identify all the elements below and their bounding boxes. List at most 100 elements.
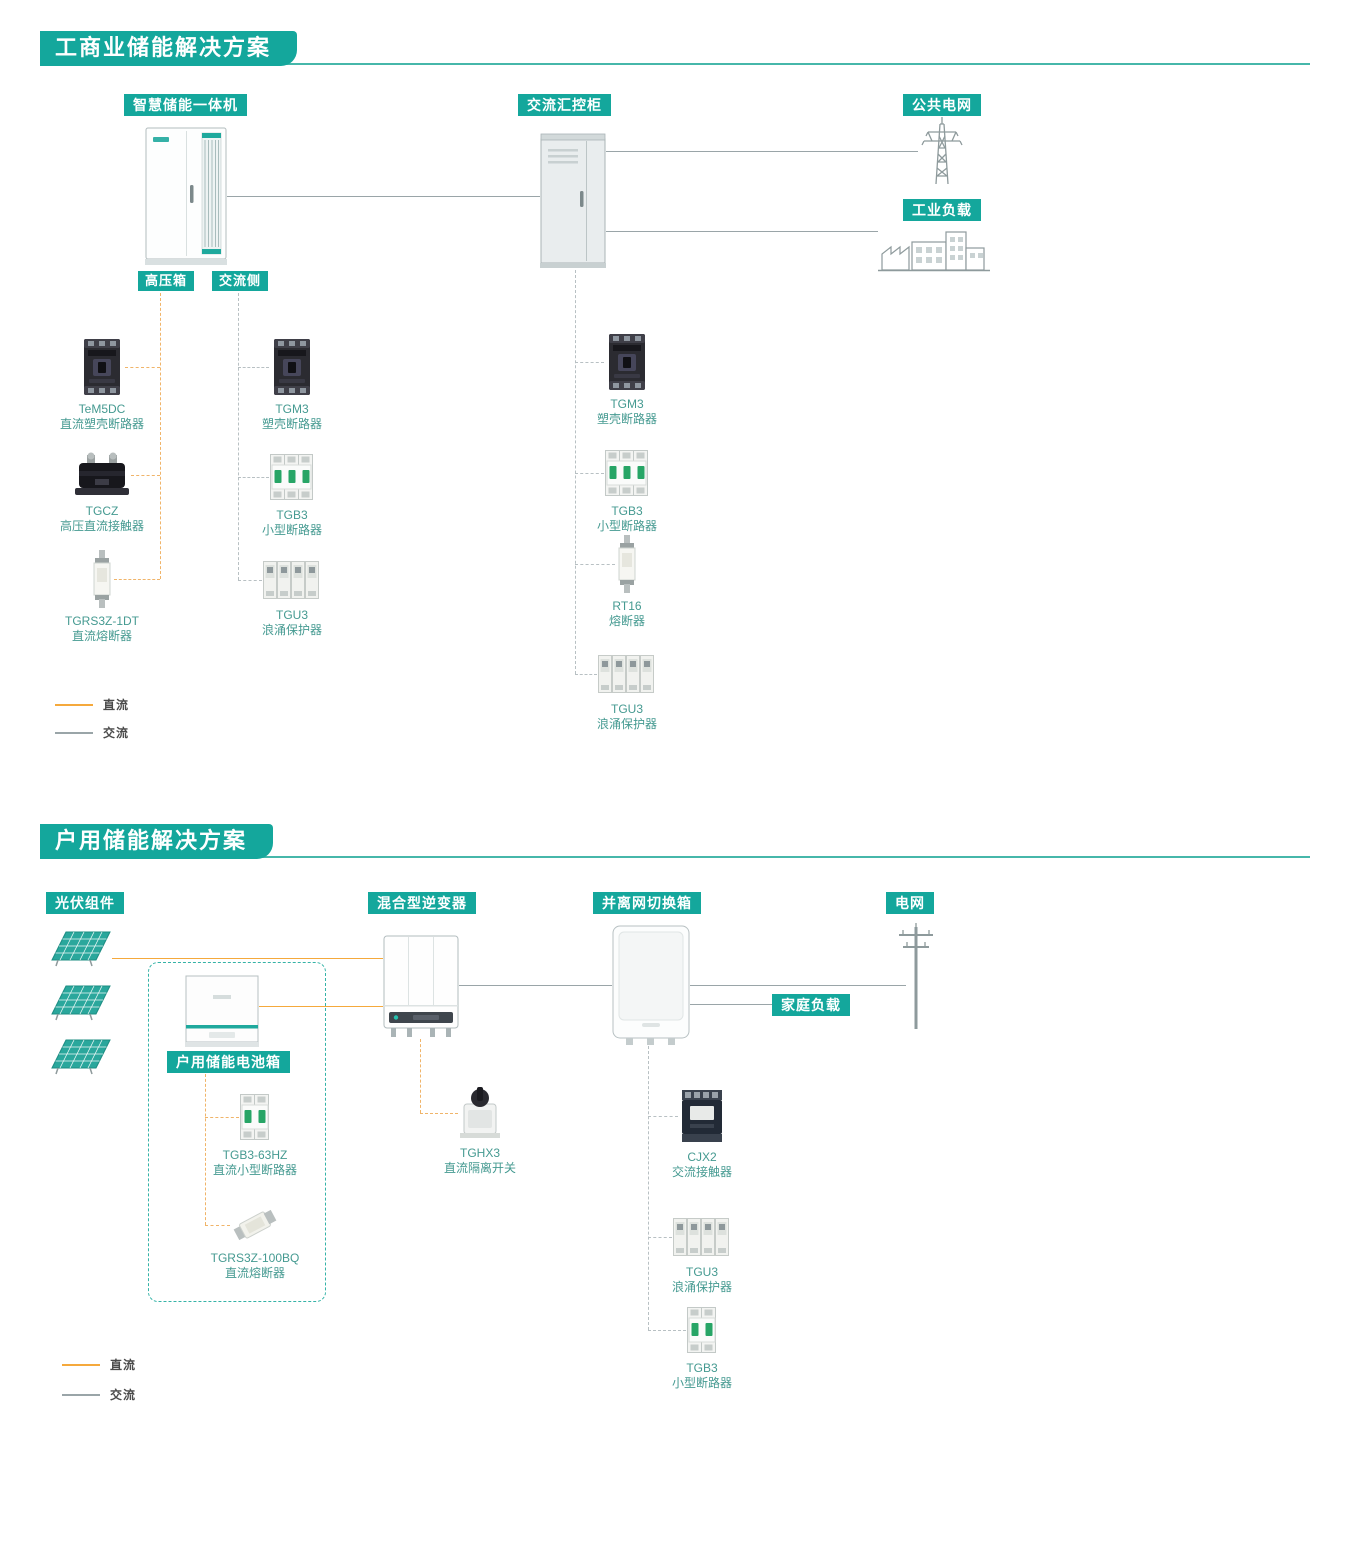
product-desc: 熔断器 <box>608 614 645 628</box>
label-home-load: 家庭负载 <box>772 994 850 1016</box>
dc-dashed-connector-battery-column <box>205 1074 206 1225</box>
ac-dashed-stub <box>238 367 269 368</box>
grid-switch-box-icon <box>612 925 690 1047</box>
legend-ac: 交流 <box>55 724 129 741</box>
product-model: TGM3 <box>610 397 644 411</box>
label-ac-cabinet: 交流汇控柜 <box>518 94 611 116</box>
product-tgrs3z-100bq: TGRS3Z-100BQ 直流熔断器 <box>200 1205 310 1281</box>
fuse-icon <box>615 535 639 593</box>
solar-panel-icon <box>44 928 112 968</box>
label-public-grid: 公共电网 <box>903 94 981 116</box>
label-storage-unit: 智慧储能一体机 <box>124 94 247 116</box>
product-desc: 塑壳断路器 <box>261 417 322 431</box>
legend-dc-label: 直流 <box>103 698 130 712</box>
ac-line-swatch <box>55 731 93 734</box>
product-model: TGB3 <box>611 504 643 518</box>
product-desc: 小型断路器 <box>261 523 322 537</box>
label-hv-box: 高压箱 <box>138 271 195 291</box>
factory-icon <box>878 224 990 272</box>
legend-dc: 直流 <box>62 1356 136 1373</box>
dc-line-swatch <box>62 1363 100 1366</box>
legend-ac-label: 交流 <box>110 1388 137 1402</box>
ac-dashed-stub <box>648 1237 672 1238</box>
solar-panel-icon <box>44 982 112 1022</box>
ac-line-cabinet-to-grid <box>606 151 918 152</box>
product-model: TGRS3Z-1DT <box>64 614 139 628</box>
mcb-icon <box>604 448 650 498</box>
surge-protector-icon <box>597 652 657 696</box>
product-tgrs3z-1dt: TGRS3Z-1DT 直流熔断器 <box>47 550 157 644</box>
storage-cabinet-icon <box>145 127 227 265</box>
dc-dashed-stub <box>114 579 160 580</box>
ac-dashed-stub <box>575 362 604 363</box>
battery-box-zone <box>148 962 326 1302</box>
product-tgu3-acside: TGU3 浪涌保护器 <box>237 558 347 638</box>
surge-protector-icon <box>262 558 322 602</box>
product-model: TGM3 <box>275 402 309 416</box>
ac-line-switchbox-to-homeload <box>690 1004 772 1005</box>
dc-dashed-stub <box>205 1225 230 1226</box>
ac-dashed-stub <box>648 1116 678 1117</box>
ac-dashed-stub <box>575 473 604 474</box>
mcb-icon <box>239 1092 271 1142</box>
product-tgb3-63hz: TGB3-63HZ 直流小型断路器 <box>200 1092 310 1178</box>
ac-dashed-stub <box>575 674 597 675</box>
battery-box-icon <box>185 975 259 1049</box>
product-desc: 直流小型断路器 <box>212 1163 297 1177</box>
fuse-icon <box>90 550 114 608</box>
dc-line-swatch <box>55 703 93 706</box>
ac-dashed-stub <box>238 477 269 478</box>
dc-line-pv-to-inverter <box>112 958 383 959</box>
product-desc: 小型断路器 <box>671 1376 732 1390</box>
mccb-icon <box>269 338 315 396</box>
dc-dashed-connector-inverter-column <box>420 1039 421 1113</box>
section-title-underline <box>40 63 1310 65</box>
fuse-icon <box>230 1205 280 1245</box>
ac-line-switchbox-to-grid <box>690 985 906 986</box>
product-desc: 小型断路器 <box>596 519 657 533</box>
label-grid-switch-box: 并离网切换箱 <box>593 892 701 914</box>
product-desc: 直流塑壳断路器 <box>59 417 144 431</box>
product-tem5dc: TeM5DC 直流塑壳断路器 <box>47 338 157 432</box>
dc-contactor-icon <box>73 452 131 498</box>
section-title-underline <box>40 856 1310 858</box>
residential-section-title: 户用储能解决方案 <box>40 824 274 859</box>
ac-contactor-icon <box>678 1088 726 1144</box>
product-desc: 直流熔断器 <box>224 1266 285 1280</box>
product-tgu3-switchbox: TGU3 浪涌保护器 <box>647 1215 757 1295</box>
ac-dashed-stub <box>575 564 615 565</box>
product-desc: 高压直流接触器 <box>59 519 144 533</box>
dc-dashed-stub <box>131 475 160 476</box>
product-model: CJX2 <box>687 1150 717 1164</box>
ac-line-cabinet-to-load <box>606 231 878 232</box>
ac-dashed-stub <box>238 580 262 581</box>
product-desc: 浪涌保护器 <box>671 1280 732 1294</box>
transmission-tower-icon <box>916 114 968 186</box>
product-tgu3-cabinet: TGU3 浪涌保护器 <box>572 652 682 732</box>
legend-ac-label: 交流 <box>103 726 130 740</box>
product-model: TGRS3Z-100BQ <box>210 1251 300 1265</box>
ac-dashed-connector-cabinet-column <box>575 270 576 674</box>
product-desc: 浪涌保护器 <box>596 717 657 731</box>
product-model: TGU3 <box>610 702 643 716</box>
product-desc: 直流隔离开关 <box>443 1161 516 1175</box>
dc-line-battery-to-inverter <box>259 1006 383 1007</box>
hybrid-inverter-icon <box>383 935 459 1039</box>
commercial-section-title: 工商业储能解决方案 <box>40 31 298 66</box>
ac-line-storage-to-cabinet <box>227 196 540 197</box>
dc-dashed-stub <box>125 367 160 368</box>
label-industrial-load: 工业负载 <box>903 199 981 221</box>
dc-dashed-stub <box>420 1113 458 1114</box>
product-cjx2: CJX2 交流接触器 <box>647 1088 757 1180</box>
product-tghx3: TGHX3 直流隔离开关 <box>425 1086 535 1176</box>
product-desc: 塑壳断路器 <box>596 412 657 426</box>
product-tgb3-switchbox: TGB3 小型断路器 <box>647 1305 757 1391</box>
solar-panel-icon <box>44 1036 112 1076</box>
product-model: RT16 <box>612 599 642 613</box>
mccb-icon <box>604 333 650 391</box>
ac-cabinet-icon <box>540 133 606 269</box>
product-rt16: RT16 熔断器 <box>572 535 682 629</box>
product-tgcz: TGCZ 高压直流接触器 <box>47 452 157 534</box>
label-grid: 电网 <box>886 892 934 914</box>
product-model: TGB3 <box>686 1361 718 1375</box>
